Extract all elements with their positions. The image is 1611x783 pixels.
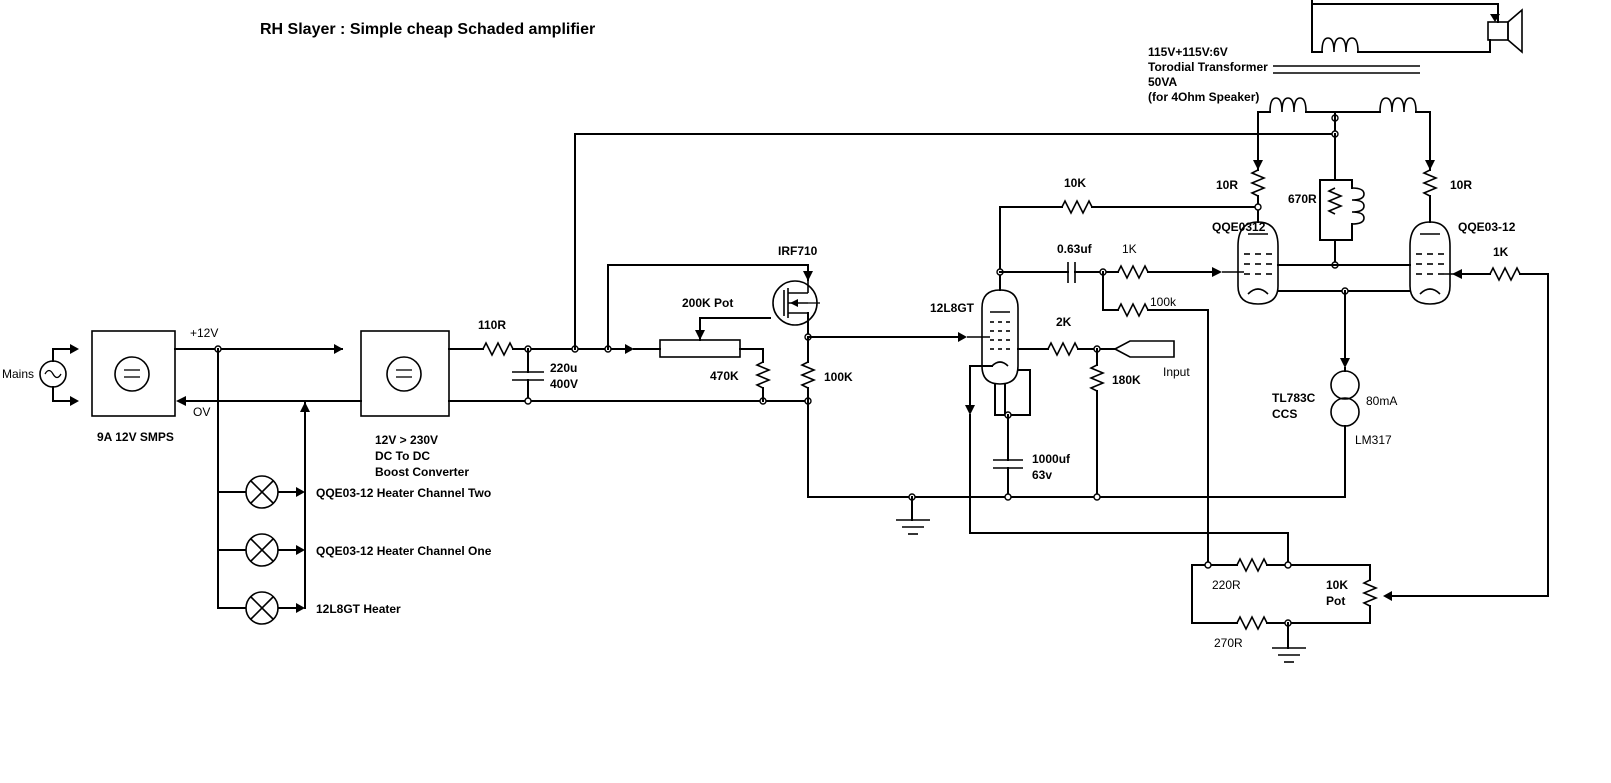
resistor-2k <box>1047 341 1079 357</box>
pot10k-label-2: Pot <box>1326 594 1345 608</box>
output-transformer <box>1257 0 1523 171</box>
trafo-label-1: 115V+115V:6V <box>1148 45 1228 59</box>
tube-pre-label: 12L8GT <box>930 301 975 315</box>
ht-rail <box>448 341 812 405</box>
r220-label: 220R <box>1212 578 1241 592</box>
pot-10k <box>1361 579 1379 607</box>
ccs-label-2: CCS <box>1272 407 1297 421</box>
trafo-label-3: 50VA <box>1148 75 1177 89</box>
primary-coil-right <box>1379 97 1417 113</box>
pot-200k <box>659 339 741 358</box>
r10r-left-label: 10R <box>1216 178 1238 192</box>
boost-converter-block <box>360 330 450 417</box>
ccs-label-1: TL783C <box>1272 391 1316 405</box>
lamp-icon <box>245 475 279 509</box>
heater-pre-label: 12L8GT Heater <box>316 602 401 616</box>
plate-resistors <box>1249 160 1439 223</box>
secondary-coil <box>1321 37 1359 53</box>
right-grid-network <box>1383 266 1549 601</box>
r270-label: 270R <box>1214 636 1243 650</box>
resistor-100k-b <box>1117 302 1149 318</box>
r670-label: 670R <box>1288 192 1317 206</box>
tube-left-label: QQE0312 <box>1212 220 1266 234</box>
r100k-label: 100K <box>824 370 853 384</box>
trafo-label-2: Torodial Transformer <box>1148 60 1268 74</box>
resistor-10r-right <box>1421 169 1439 197</box>
lamp-icon <box>245 591 279 625</box>
supply-rails <box>174 344 362 406</box>
pot10k-label-1: 10K <box>1326 578 1348 592</box>
heater-two-label: QQE03-12 Heater Channel Two <box>316 486 491 500</box>
pot200k-label: 200K Pot <box>682 296 733 310</box>
cap220-label-2: 400V <box>550 377 578 391</box>
r2k-label: 2K <box>1056 315 1072 329</box>
smps-label: 9A 12V SMPS <box>97 430 174 444</box>
screen-network <box>1277 133 1411 269</box>
r180k-label: 180K <box>1112 373 1141 387</box>
output-tube-left <box>1222 221 1279 305</box>
resistor-10r-left <box>1249 169 1267 197</box>
cap220-label-1: 220u <box>550 361 577 375</box>
boost-label-3: Boost Converter <box>375 465 469 479</box>
r1k-b-label: 1K <box>1493 245 1509 259</box>
preamp-wiring <box>965 199 1289 566</box>
ccs-alt-label: LM317 <box>1355 433 1392 447</box>
plus12v-label: +12V <box>190 326 218 340</box>
resistor-10k-fb <box>1061 199 1093 215</box>
boost-label-1: 12V > 230V <box>375 433 438 447</box>
resistor-180k <box>1088 364 1106 392</box>
cap1000-label-1: 1000uf <box>1032 452 1071 466</box>
r100k-b-label: 100k <box>1150 295 1177 309</box>
r10r-right-label: 10R <box>1450 178 1472 192</box>
r10k-fb-label: 10K <box>1064 176 1086 190</box>
trafo-label-4: (for 4Ohm Speaker) <box>1148 90 1259 104</box>
tube-12l8gt <box>967 271 1019 385</box>
pot-and-mosfet <box>607 264 1346 535</box>
smps-block <box>91 330 176 417</box>
heater-wiring <box>217 348 310 613</box>
speaker-icon <box>1487 21 1509 41</box>
output-tube-right <box>1409 221 1462 305</box>
resistor-110r <box>482 341 514 357</box>
ccs-network <box>1277 287 1411 431</box>
ccs-current-label: 80mA <box>1366 394 1397 408</box>
boost-label-2: DC To DC <box>375 449 430 463</box>
r470k-label: 470K <box>710 369 739 383</box>
balance-network <box>1191 557 1379 663</box>
cap1000-label-2: 63v <box>1032 468 1052 482</box>
mosfet-label: IRF710 <box>778 244 818 258</box>
mains-source-symbol <box>39 344 79 406</box>
primary-coil-left <box>1269 97 1307 113</box>
diagram-title: RH Slayer : Simple cheap Schaded amplifi… <box>260 21 595 38</box>
cap063-label: 0.63uf <box>1057 242 1093 256</box>
resistor-270r <box>1236 615 1268 631</box>
lamp-icon <box>245 533 279 567</box>
ccs-symbol <box>1330 370 1360 400</box>
tube-right-label: QQE03-12 <box>1458 220 1516 234</box>
resistor-470k <box>754 361 772 389</box>
input-label: Input <box>1163 365 1190 379</box>
r110-label: 110R <box>478 318 506 332</box>
resistor-100k <box>799 361 817 389</box>
resistor-1k-b <box>1489 266 1521 282</box>
zero-v-label: OV <box>193 405 210 419</box>
heater-one-label: QQE03-12 Heater Channel One <box>316 544 492 558</box>
r1k-a-label: 1K <box>1122 242 1137 256</box>
mains-label: Mains <box>2 367 34 381</box>
resistor-1k-a <box>1117 264 1149 280</box>
coil-icon <box>1351 187 1365 225</box>
resistor-670r <box>1326 187 1344 215</box>
resistor-220r <box>1236 557 1268 573</box>
b-plus-line <box>574 133 1336 350</box>
input-connector <box>1114 340 1175 358</box>
